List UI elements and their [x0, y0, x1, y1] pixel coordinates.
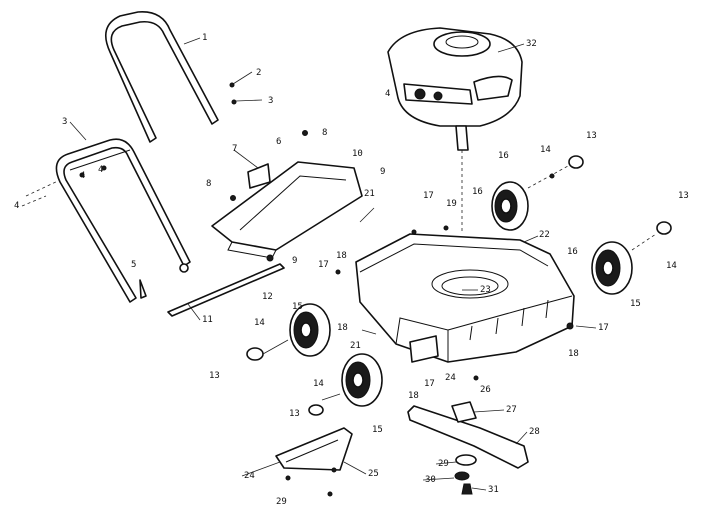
callout-2: 2: [256, 68, 261, 78]
deck-hardware: [335, 207, 574, 381]
engine: [387, 27, 523, 234]
callout-24a: 24: [244, 471, 255, 481]
callout-19: 19: [446, 199, 457, 209]
callout-14c: 14: [254, 318, 265, 328]
callout-13d: 13: [289, 409, 300, 419]
callout-9: 9: [380, 167, 385, 177]
callout-6: 6: [276, 137, 281, 147]
rear-left-hubcap: [527, 155, 584, 189]
rear-left-wheel: [491, 181, 529, 231]
deflector-bracket: [233, 149, 271, 189]
callout-labels: 1 2 3 3 4 4 4 4 5 6 7 8 8 9 9 10 11 12 1…: [14, 33, 689, 507]
callout-4d: 4: [385, 89, 390, 99]
callout-15b: 15: [372, 425, 383, 435]
callout-29b: 29: [438, 459, 449, 469]
callout-13a: 13: [586, 131, 597, 141]
callout-14d: 14: [313, 379, 324, 389]
rear-right-hubcap: [631, 221, 672, 251]
callout-11: 11: [202, 315, 213, 325]
callout-30: 30: [425, 475, 436, 485]
callout-4b: 4: [80, 171, 85, 181]
callout-13b: 13: [678, 191, 689, 201]
callout-23: 23: [480, 285, 491, 295]
blade-adapter: [451, 401, 477, 423]
callout-21b: 21: [350, 341, 361, 351]
skirt-hardware: [285, 467, 337, 497]
front-left-wheel: [289, 303, 331, 357]
callout-5: 5: [131, 260, 136, 270]
callout-8b: 8: [206, 179, 211, 189]
lower-handle: [55, 138, 191, 303]
mower-deck: [355, 233, 575, 363]
callout-4c: 4: [98, 165, 103, 175]
callout-18d: 18: [568, 349, 579, 359]
callout-leaders: [69, 37, 597, 491]
callout-31: 31: [488, 485, 499, 495]
callout-18c: 18: [408, 391, 419, 401]
callout-4: 4: [14, 201, 19, 211]
callout-18a: 18: [336, 251, 347, 261]
callout-29a: 29: [276, 497, 287, 507]
callout-16c: 16: [567, 247, 578, 257]
callout-16a: 16: [498, 151, 509, 161]
blade: [407, 405, 529, 469]
callout-14b: 14: [666, 261, 677, 271]
rear-deflector: [211, 130, 363, 259]
handle-bolts: [229, 71, 263, 105]
callout-16b: 16: [472, 187, 483, 197]
callout-27: 27: [506, 405, 517, 415]
callout-24b: 24: [445, 373, 456, 383]
callout-13c: 13: [209, 371, 220, 381]
callout-17c: 17: [424, 379, 435, 389]
front-right-hubcap: [308, 393, 341, 416]
front-left-hubcap: [246, 339, 289, 361]
callout-8: 8: [322, 128, 327, 138]
callout-1: 1: [202, 33, 207, 43]
axle-rod: [167, 254, 285, 317]
callout-3: 3: [268, 96, 273, 106]
callout-7: 7: [232, 144, 237, 154]
blade-washer: [455, 454, 477, 466]
callout-17b: 17: [318, 260, 329, 270]
lower-handle-hardware: [21, 165, 189, 299]
callout-17d: 17: [598, 323, 609, 333]
callout-18b: 18: [337, 323, 348, 333]
callout-32: 32: [526, 39, 537, 49]
blade-bolt: [454, 471, 473, 495]
callout-26: 26: [480, 385, 491, 395]
callout-25: 25: [368, 469, 379, 479]
callout-21a: 21: [364, 189, 375, 199]
callout-3b: 3: [62, 117, 67, 127]
front-right-wheel: [341, 353, 383, 407]
callout-22: 22: [539, 230, 550, 240]
rear-skirt: [275, 427, 353, 471]
callout-10: 10: [352, 149, 363, 159]
upper-handle: [104, 11, 219, 143]
callout-15c: 15: [630, 299, 641, 309]
callout-14a: 14: [540, 145, 551, 155]
rear-right-wheel: [591, 241, 633, 295]
callout-15a: 15: [292, 302, 303, 312]
callout-28: 28: [529, 427, 540, 437]
callout-9b: 9: [292, 256, 297, 266]
callout-17a: 17: [423, 191, 434, 201]
callout-12: 12: [262, 292, 273, 302]
